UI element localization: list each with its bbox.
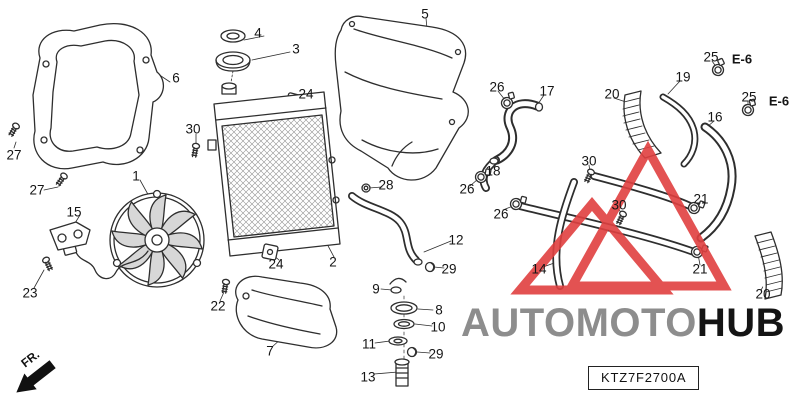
brand-gray-text: AUTOMOTO [461,301,697,345]
corrugated-hose-top [622,90,662,159]
left-shroud [32,23,164,170]
hose-clamp-25b [739,98,759,118]
upper-shroud [334,15,469,181]
part-code-box: KTZ7F2700A [588,366,700,390]
hose-clip-29a [424,261,436,273]
water-hose-16 [696,122,737,243]
part-code: KTZ7F2700A [601,370,687,385]
flange-bolt-22 [219,278,231,295]
radiator [207,82,341,257]
brand-black-text: HUB [696,301,786,345]
hose-clip-29b [406,346,418,358]
fr-direction-arrow: FR. [16,347,56,393]
watermark-brand: AUTOMOTOHUB [461,303,785,343]
water-hose-17 [492,99,544,165]
flange-bolt-27a [6,121,21,138]
corrugated-hose-right [754,231,783,300]
grommet-28 [361,183,371,193]
fr-label: FR. [18,347,42,370]
lower-duct [235,275,338,349]
watermark-triangle-small [510,196,674,295]
flange-bolt-27b [54,171,70,188]
water-hose-19 [659,93,699,168]
radiator-cap [215,29,251,89]
overflow-hose [348,192,423,266]
mount-grommet-mid [261,243,279,261]
hose-clamp-21a [686,197,706,217]
filler-neck-parts [388,277,418,387]
fan-stay-bracket [49,221,91,251]
cooling-fan [109,189,205,288]
flange-bolt-30-left [189,142,201,159]
flange-bolt-23 [41,255,55,273]
